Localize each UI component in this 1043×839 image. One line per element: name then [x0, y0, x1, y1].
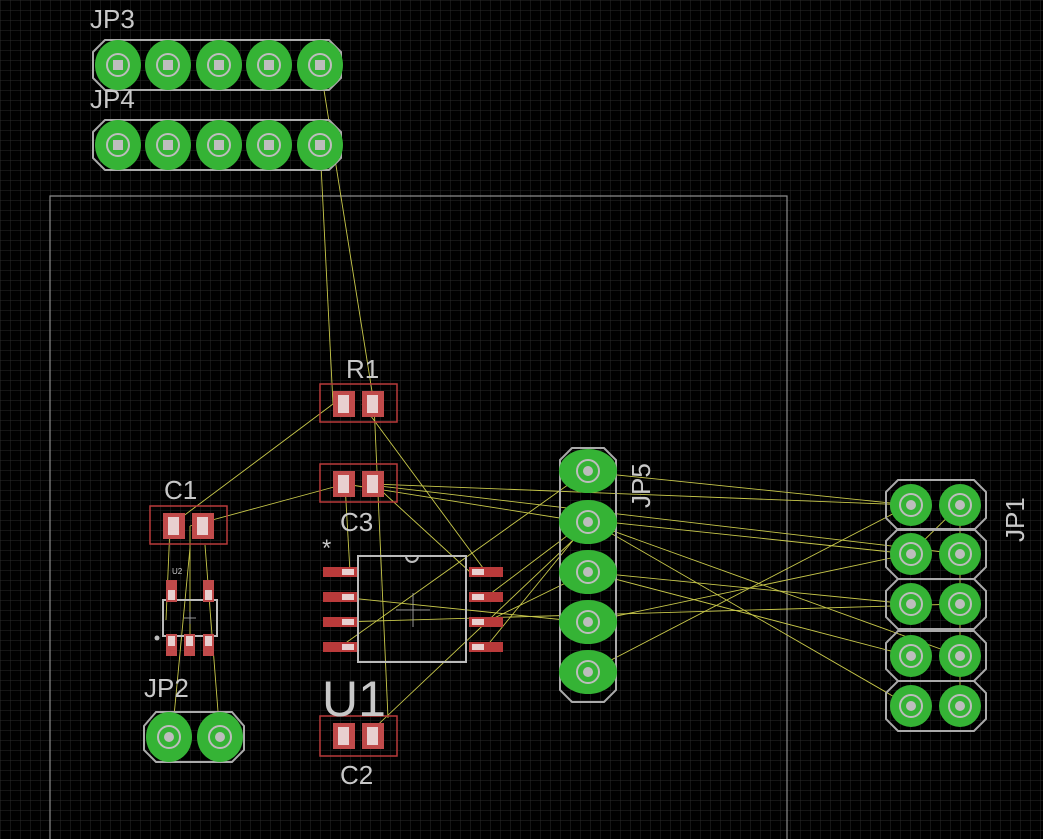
jp1-pad-7[interactable] — [890, 635, 932, 677]
part-r1[interactable]: R1 — [319, 354, 398, 423]
jp1-pad-5[interactable] — [890, 583, 932, 625]
jp5-pad-4[interactable] — [559, 600, 617, 644]
part-jp2[interactable]: JP2 — [143, 673, 245, 763]
jp3-pad-2[interactable] — [145, 40, 191, 90]
u1-pin1-mark: * — [322, 535, 331, 562]
jp1-pad-3[interactable] — [890, 533, 932, 575]
u1-label: U1 — [322, 671, 386, 727]
jp3-pad-1[interactable] — [95, 40, 141, 90]
jp3-pad-5[interactable] — [297, 40, 343, 90]
u1-pad-5[interactable] — [469, 642, 503, 652]
jp1-label: JP1 — [1000, 497, 1030, 542]
part-c1[interactable]: C1 — [149, 475, 228, 545]
jp3-pad-4[interactable] — [246, 40, 292, 90]
jp1-pad-2[interactable] — [939, 484, 981, 526]
u1-pad-4[interactable] — [323, 642, 357, 652]
u1-pad-1[interactable] — [323, 567, 357, 577]
jp5-label: JP5 — [626, 463, 656, 508]
jp4-pad-2[interactable] — [145, 120, 191, 170]
jp5-pad-3[interactable] — [559, 550, 617, 594]
u1-pad-6[interactable] — [469, 617, 503, 627]
board-outline — [49, 195, 788, 839]
jp2-label: JP2 — [144, 673, 189, 703]
c1-label: C1 — [164, 475, 197, 505]
jp2-pad-1[interactable] — [146, 712, 192, 762]
part-c3[interactable]: C3 — [319, 463, 398, 537]
jp2-pad-2[interactable] — [197, 712, 243, 762]
jp4-pad-5[interactable] — [297, 120, 343, 170]
c3-label: C3 — [340, 507, 373, 537]
jp5-pad-2[interactable] — [559, 500, 617, 544]
jp1-pad-10[interactable] — [939, 685, 981, 727]
jp1-pad-1[interactable] — [890, 484, 932, 526]
u1-pad-3[interactable] — [323, 617, 357, 627]
part-u1[interactable]: * U1 — [322, 535, 503, 727]
jp4-label: JP4 — [90, 84, 135, 114]
jp5-pad-5[interactable] — [559, 650, 617, 694]
jp1-pad-4[interactable] — [939, 533, 981, 575]
jp3-label: JP3 — [90, 4, 135, 34]
part-jp5[interactable]: JP5 — [559, 447, 656, 703]
u2-label: U2 — [172, 567, 183, 576]
part-c2[interactable]: C2 — [319, 715, 398, 790]
part-jp4[interactable]: JP4 — [90, 84, 343, 171]
part-jp1[interactable]: JP1 — [885, 479, 1030, 732]
jp4-pad-3[interactable] — [196, 120, 242, 170]
r1-label: R1 — [346, 354, 379, 384]
part-jp3[interactable]: JP3 — [90, 4, 343, 91]
u1-pad-8[interactable] — [469, 567, 503, 577]
jp3-pad-3[interactable] — [196, 40, 242, 90]
jp5-pad-1[interactable] — [559, 449, 617, 493]
jp4-pad-4[interactable] — [246, 120, 292, 170]
part-u2[interactable]: U2 — [154, 567, 218, 656]
jp1-pad-9[interactable] — [890, 685, 932, 727]
jp1-pad-6[interactable] — [939, 583, 981, 625]
jp4-pad-1[interactable] — [95, 120, 141, 170]
c2-label: C2 — [340, 760, 373, 790]
jp1-pad-8[interactable] — [939, 635, 981, 677]
u1-pad-7[interactable] — [469, 592, 503, 602]
u1-pad-2[interactable] — [323, 592, 357, 602]
